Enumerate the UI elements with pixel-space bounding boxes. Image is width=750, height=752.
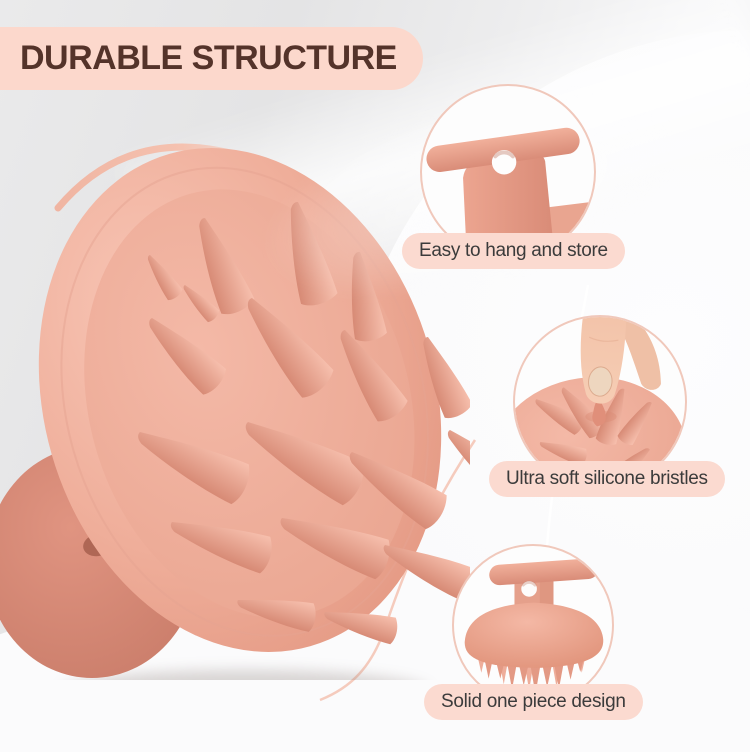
feature-caption: Ultra soft silicone bristles (506, 468, 708, 489)
one-piece-brush-side-view-icon (464, 558, 604, 695)
product-image-scalp-brush (0, 143, 470, 680)
feature-caption-pill: Solid one piece design (424, 684, 643, 720)
feature-circle-soft-bristles (513, 315, 687, 489)
feature-caption: Easy to hang and store (419, 240, 608, 261)
product-shadow (89, 670, 401, 680)
title-pill: DURABLE STRUCTURE (0, 27, 423, 90)
feature-caption-pill: Easy to hang and store (402, 233, 625, 269)
pink-curve-line (319, 439, 477, 702)
hanging-hole (521, 580, 537, 597)
hanging-hole (491, 150, 517, 175)
page-title: DURABLE STRUCTURE (20, 39, 397, 77)
feature-circle-one-piece (452, 544, 614, 706)
feature-caption: Solid one piece design (441, 691, 626, 712)
feature-caption-pill: Ultra soft silicone bristles (489, 461, 725, 497)
brush-dome-body (464, 602, 604, 668)
handle-bar (489, 558, 599, 586)
fingernail (588, 366, 613, 397)
pressed-bristle (592, 400, 606, 427)
